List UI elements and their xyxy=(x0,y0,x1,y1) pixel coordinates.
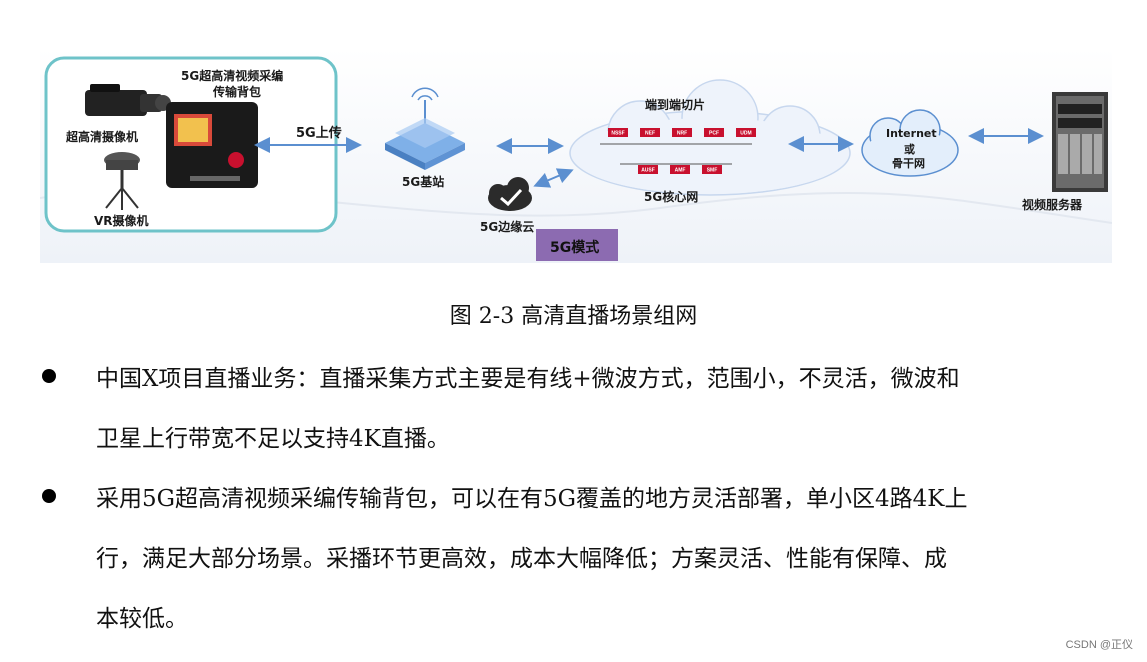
nf-box-udm: UDM xyxy=(736,128,756,137)
network-diagram: NSSF NEF NRF PCF UDM AUSF AMF SMF 5G超高清视频采编 传输… xyxy=(40,48,1112,263)
edge-core-arrow xyxy=(533,168,574,188)
server-rack-icon xyxy=(1052,92,1108,192)
watermark: CSDN @正仪 xyxy=(1065,639,1133,651)
diagram-graphics: NSSF NEF NRF PCF UDM AUSF AMF SMF xyxy=(40,48,1112,263)
core-network-label: 5G核心网 xyxy=(644,190,699,204)
svg-text:NSSF: NSSF xyxy=(611,131,624,137)
edge-cloud-icon xyxy=(488,177,532,211)
svg-text:NRF: NRF xyxy=(677,131,687,137)
bullet-2-line-3: 本较低。 xyxy=(96,606,188,632)
vr-camera-icon xyxy=(104,152,140,210)
nf-box-ausf: AUSF xyxy=(638,165,658,174)
nf-box-nssf: NSSF xyxy=(608,128,628,137)
svg-text:SMF: SMF xyxy=(707,168,718,174)
uhd-camera-label: 超高清摄像机 xyxy=(66,130,139,144)
svg-text:UDM: UDM xyxy=(740,131,751,137)
bullet-dot-2 xyxy=(42,489,56,503)
nf-box-smf: SMF xyxy=(702,165,722,174)
bullet-1-line-1: 中国X项目直播业务：直播采集方式主要是有线+微波方式，范围小，不灵活，微波和 xyxy=(96,366,960,392)
backpack-title-line1: 5G超高清视频采编 xyxy=(181,69,284,83)
mode-badge: 5G模式 xyxy=(536,229,618,261)
nf-box-pcf: PCF xyxy=(704,128,724,137)
nf-box-amf: AMF xyxy=(670,165,690,174)
core-nf-bottom-group: AUSF AMF SMF xyxy=(638,165,722,174)
bullet-dot-1 xyxy=(42,369,56,383)
internet-label-line2: 或 xyxy=(904,143,915,156)
backpack-title-line2: 传输背包 xyxy=(213,85,262,99)
edge-cloud-label: 5G边缘云 xyxy=(480,220,535,234)
vr-camera-label: VR摄像机 xyxy=(94,214,149,228)
base-station-label: 5G基站 xyxy=(402,175,445,189)
video-server-label: 视频服务器 xyxy=(1022,198,1083,212)
svg-text:AUSF: AUSF xyxy=(641,168,655,174)
uplink-label: 5G上传 xyxy=(296,126,342,141)
internet-label-line1: Internet xyxy=(886,127,937,140)
mode-label: 5G模式 xyxy=(550,240,600,256)
internet-label-line3: 骨干网 xyxy=(892,157,925,170)
internet-cloud-icon xyxy=(861,109,959,177)
slice-label: 端到端切片 xyxy=(645,98,706,112)
nf-box-nrf: NRF xyxy=(672,128,692,137)
bullet-2-line-2: 行，满足大部分场景。采播环节更高效，成本大幅降低；方案灵活、性能有保障、成 xyxy=(96,546,947,572)
uhd-camera-icon xyxy=(85,84,171,116)
bullet-2-line-1: 采用5G超高清视频采编传输背包，可以在有5G覆盖的地方灵活部署，单小区4路4K上 xyxy=(96,486,968,512)
svg-text:AMF: AMF xyxy=(675,168,686,174)
core-nf-top-group: NSSF NEF NRF PCF UDM xyxy=(608,128,756,137)
bullet-1-line-2: 卫星上行带宽不足以支持4K直播。 xyxy=(96,426,450,452)
backpack-device-icon xyxy=(166,102,258,188)
svg-text:PCF: PCF xyxy=(709,131,719,137)
base-station-icon xyxy=(385,87,465,170)
svg-text:NEF: NEF xyxy=(645,131,655,137)
nf-box-nef: NEF xyxy=(640,128,660,137)
figure-caption: 图 2-3 高清直播场景组网 xyxy=(449,304,698,329)
